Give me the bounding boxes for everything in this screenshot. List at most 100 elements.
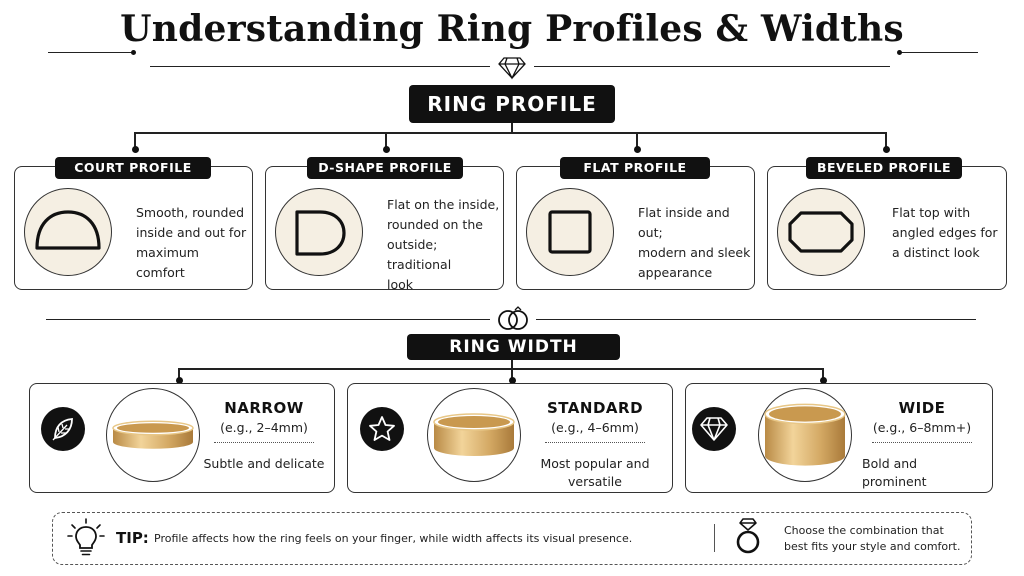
d-shape-icon [295,210,346,256]
title-underline-right [534,66,890,67]
title-rule-right [900,52,978,53]
width-desc-line: prominent [862,474,927,489]
standard-ring-image [433,413,515,456]
profile-card-flat-circle [526,188,614,276]
ring-band-inner [438,416,510,428]
profile-desc-line: look [387,277,414,292]
tip-box [52,512,972,565]
profile-desc-line: inside and out for [136,225,247,240]
width-card-standard-title: STANDARD [546,399,644,417]
width-connector-drop-1 [178,368,180,380]
width-connector-drop-2 [511,368,513,380]
title-rule-left-dot [131,50,136,55]
profile-desc-line: appearance [638,265,713,280]
court-shape-icon [35,210,101,250]
ring-band-body [434,422,514,456]
tip-right-line: Choose the combination that [784,524,944,537]
profile-connector-dot-2 [383,146,390,153]
width-card-narrow-title: NARROW [224,399,304,417]
profile-card-beveled-desc: Flat top with angled edges for a distinc… [892,203,1004,263]
title-rule-left [48,52,132,53]
section-divider-left [46,319,490,320]
profile-connector-drop-1 [134,132,136,148]
profile-connector-drop-3 [636,132,638,148]
profile-desc-line: Flat on the inside, [387,197,500,212]
width-card-narrow-range: (e.g., 2–4mm) [220,420,308,435]
width-card-narrow-separator [214,442,314,443]
tip-right-line: best fits your style and comfort. [784,540,961,553]
width-card-wide-title: WIDE [898,399,946,417]
profile-desc-line: maximum comfort [136,245,199,280]
width-connector-dot-2 [509,377,516,384]
profile-desc-line: Flat inside and out; [638,205,730,240]
title-rule-right-dot [897,50,902,55]
profile-connector-dot-4 [883,146,890,153]
width-desc-line: versatile [568,474,622,489]
width-card-wide-desc: Bold and prominent [862,455,952,491]
ring-profile-heading: RING PROFILE [409,85,615,123]
profile-connector-dot-3 [634,146,641,153]
profile-desc-line: a distinct look [892,245,980,260]
width-card-wide-range: (e.g., 6–8mm+) [872,420,972,435]
wide-ring-image [764,403,846,466]
star-icon [369,416,395,441]
width-card-standard-desc: Most popular and versatile [528,455,662,491]
width-card-standard-badge [360,407,404,451]
ring-band-inner [117,423,189,433]
square-shape-icon [548,210,592,254]
tip-text: Profile affects how the ring feels on yo… [154,532,633,545]
profile-connector-drop-4 [885,132,887,148]
width-card-wide-separator [872,442,972,443]
profile-connector-drop-2 [385,132,387,148]
tip-label: TIP: [116,529,149,547]
profile-desc-line: rounded on the [387,217,483,232]
profile-card-d-shape-title: D-SHAPE PROFILE [307,157,463,179]
tip-right-text: Choose the combination that best fits yo… [784,523,964,555]
narrow-ring-image [112,420,194,449]
diamond-icon [700,417,728,441]
ring-width-heading: RING WIDTH [407,334,620,360]
profile-desc-line: angled edges for [892,225,998,240]
profile-card-court-desc: Smooth, rounded inside and out for maxim… [136,203,248,283]
profile-connector-dot-1 [132,146,139,153]
width-connector-dot-3 [820,377,827,384]
width-desc-line: Subtle and delicate [203,456,325,471]
width-card-wide-badge [692,407,736,451]
width-connector-bar [178,368,824,370]
profile-desc-line: Flat top with [892,205,971,220]
profile-card-flat-desc: Flat inside and out; modern and sleek ap… [638,203,754,283]
diamond-divider-icon [498,57,526,80]
width-card-narrow-desc: Subtle and delicate [202,455,326,473]
ring-band-body [113,428,193,449]
profile-desc-line: outside; traditional [387,237,452,272]
ring-band-inner [769,406,841,422]
width-connector-stem [511,360,513,369]
page-title: Understanding Ring Profiles & Widths [120,8,904,50]
rings-divider-icon [498,306,528,330]
width-connector-dot-1 [176,377,183,384]
profile-card-d-shape-desc: Flat on the inside, rounded on the outsi… [387,195,501,295]
width-connector-drop-3 [822,368,824,380]
profile-card-d-shape-circle [275,188,363,276]
profile-card-beveled-circle [777,188,865,276]
profile-card-court-title: COURT PROFILE [55,157,211,179]
tip-divider [714,524,715,552]
ring-band-rim [764,403,846,425]
profile-connector-stem [511,123,513,133]
width-desc-line: Most popular and [540,456,650,471]
lightbulb-icon [67,518,105,556]
ring-band-rim [112,420,194,436]
profile-desc-line: modern and sleek [638,245,751,260]
width-desc-line: Bold and [862,456,918,471]
title-underline-left [150,66,490,67]
section-divider-right [536,319,976,320]
ring-band-body [765,414,845,466]
leaf-icon [52,418,73,441]
ring-outline-icon [736,518,760,554]
ring-band-rim [433,413,515,431]
octagon-shape-icon [788,211,854,253]
width-card-standard-range: (e.g., 4–6mm) [551,420,639,435]
width-card-standard-separator [545,442,645,443]
profile-card-beveled-title: BEVELED PROFILE [806,157,962,179]
profile-desc-line: Smooth, rounded [136,205,245,220]
